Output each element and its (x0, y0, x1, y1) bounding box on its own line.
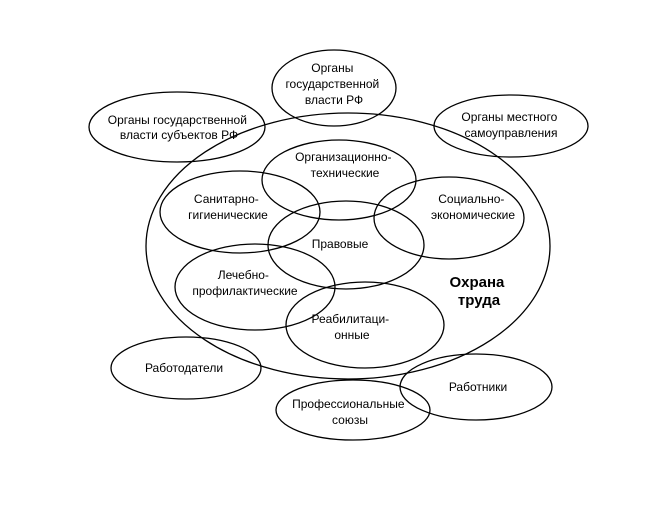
medical-label: Лечебно- профилактические (192, 268, 298, 298)
trade-unions-label: Профессиональные союзы (292, 397, 408, 427)
regional-authorities-label: Органы государственной власти субъектов … (108, 113, 251, 142)
federal-authorities-ellipse (271, 49, 397, 127)
medical-ellipse (174, 243, 336, 331)
local-government-label: Органы местного самоуправления (461, 110, 560, 140)
social-economic-ellipse (373, 176, 525, 260)
social-economic-label: Социально- экономические (431, 192, 515, 222)
rehab-label: Реабилитаци- онные (311, 312, 392, 342)
legal-label: Правовые (312, 237, 369, 251)
employers-ellipse (110, 336, 262, 400)
labor-protection-title: Охрана труда (449, 274, 508, 309)
rehab-ellipse (285, 281, 445, 369)
workers-label: Работники (449, 380, 507, 394)
trade-unions-ellipse (275, 379, 431, 441)
org-tech-label: Организационно- технические (295, 150, 395, 180)
local-government-ellipse (433, 94, 589, 158)
sanitary-ellipse (159, 170, 321, 254)
labor-protection-ellipse (145, 112, 551, 380)
employers-label: Работодатели (145, 361, 223, 375)
federal-authorities-label: Органы государственной власти РФ (285, 61, 382, 107)
workers-ellipse (399, 353, 553, 421)
org-tech-ellipse (261, 139, 417, 221)
regional-authorities-ellipse (88, 91, 266, 163)
sanitary-label: Санитарно- гигиенические (188, 192, 268, 222)
